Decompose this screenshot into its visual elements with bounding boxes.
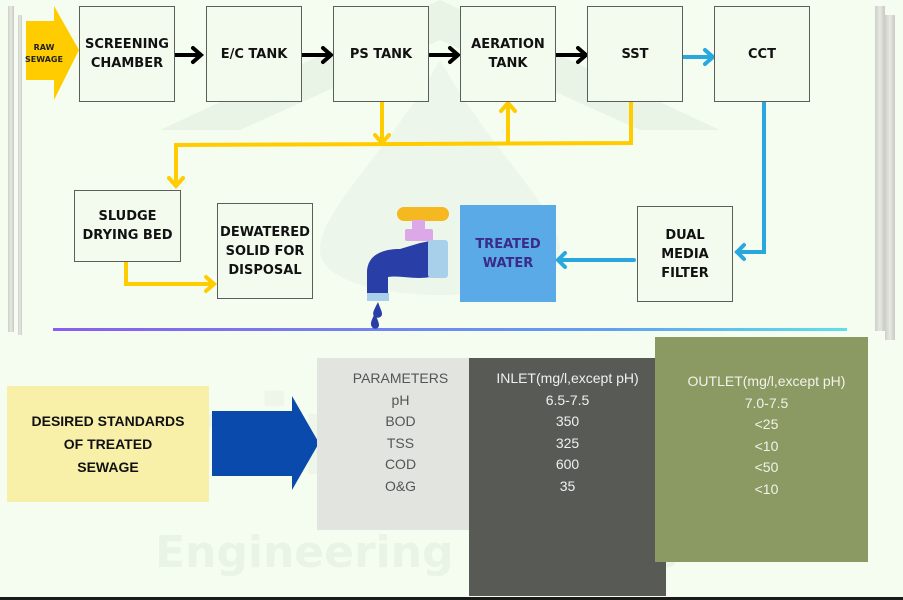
- sst-box: SST: [587, 6, 683, 102]
- right-edge-bar-inner: [885, 15, 895, 340]
- ec-tank-box: E/C TANK: [206, 6, 302, 102]
- water-tap-icon: [367, 207, 449, 329]
- parameters-column: PARAMETERS pH BOD TSS COD O&G: [317, 358, 484, 530]
- ps-tank-box: PS TANK: [333, 6, 429, 102]
- arrow-cct-to-dmf: [735, 100, 766, 254]
- standards-arrow-icon: [212, 396, 319, 490]
- bottom-border: [0, 597, 903, 600]
- left-edge-bar-inner: [18, 15, 22, 335]
- outlet-column: OUTLET(mg/l,except pH) 7.0-7.5 <25 <10 <…: [655, 337, 868, 562]
- raw-sewage-arrow: [26, 6, 79, 100]
- flow-connectors: [26, 6, 847, 331]
- section-divider: [53, 328, 847, 331]
- left-edge-bar-outer: [8, 6, 14, 332]
- arrow-sludge-to-dewatered: [124, 260, 215, 286]
- desired-standards-title: DESIRED STANDARDS OF TREATED SEWAGE: [7, 386, 209, 502]
- raw-sewage-label: RAW SEWAGE: [25, 43, 63, 64]
- inlet-column: INLET(mg/l,except pH) 6.5-7.5 350 325 60…: [469, 358, 666, 596]
- right-edge-bar-outer: [875, 6, 885, 331]
- cct-box: CCT: [714, 6, 810, 102]
